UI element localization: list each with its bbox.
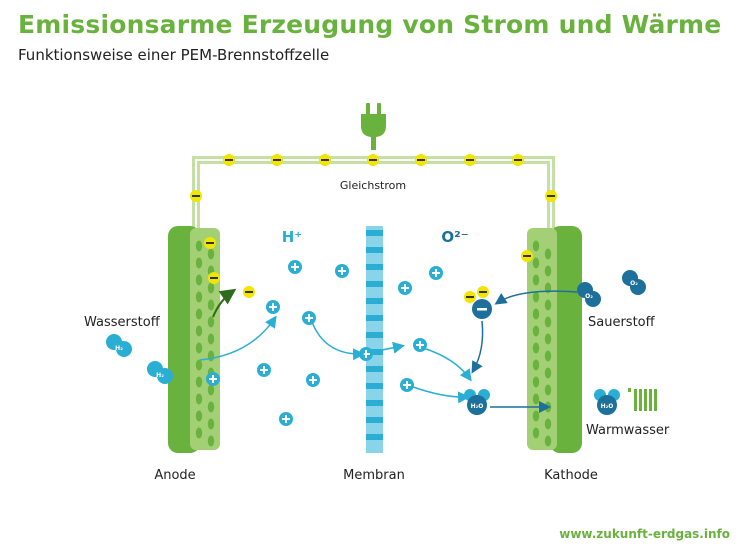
o2-molecule: O₂ — [577, 282, 601, 307]
footer-url: www.zukunft-erdgas.info — [559, 527, 730, 541]
oxygen-arrow — [494, 290, 578, 305]
anode-label: Anode — [154, 468, 195, 483]
o2-minus-label: O²⁻ — [441, 228, 468, 246]
proton-icon — [257, 363, 271, 377]
sauerstoff-label: Sauerstoff — [588, 315, 656, 330]
electron-icon — [477, 286, 489, 298]
electron-icon — [367, 154, 379, 166]
kathode-label: Kathode — [544, 468, 598, 483]
proton-arrow — [371, 341, 405, 354]
electron-icon — [271, 154, 283, 166]
proton-icon — [429, 266, 443, 280]
svg-text:H₂: H₂ — [156, 372, 164, 379]
electron-icon — [521, 250, 533, 262]
proton-icon — [266, 300, 280, 314]
electron-icon — [190, 190, 202, 202]
proton-icon — [206, 372, 220, 386]
h2o-molecule: H₂O — [464, 389, 490, 415]
proton-arrow — [412, 386, 470, 404]
svg-text:O₂: O₂ — [585, 293, 593, 300]
electron-icon — [208, 272, 220, 284]
electron-icon — [415, 154, 427, 166]
proton-icon — [335, 264, 349, 278]
proton-icon — [279, 412, 293, 426]
proton-arrow — [311, 321, 365, 361]
svg-text:H₂: H₂ — [115, 345, 123, 352]
electron-arrow — [212, 288, 237, 318]
electron-icon — [464, 291, 476, 303]
anode-electrode — [168, 226, 220, 453]
wasserstoff-label: Wasserstoff — [84, 315, 161, 330]
electron-icon — [319, 154, 331, 166]
h2-molecule: H₂ — [106, 334, 132, 357]
proton-icon — [400, 378, 414, 392]
proton-arrow — [422, 347, 472, 382]
proton-icon — [306, 373, 320, 387]
proton-icon — [302, 311, 316, 325]
oxide-ion — [472, 299, 492, 319]
h2-molecule: H₂ — [147, 361, 173, 384]
o2-molecule: O₂ — [622, 270, 646, 295]
page-subtitle: Funktionsweise einer PEM-Brennstoffzelle — [18, 46, 330, 64]
proton-icon — [413, 338, 427, 352]
electron-icon — [204, 237, 216, 249]
electron-icon — [223, 154, 235, 166]
proton-icon — [288, 260, 302, 274]
electron-icon — [464, 154, 476, 166]
circuit-wire — [192, 156, 555, 228]
svg-text:H₂O: H₂O — [471, 403, 484, 410]
membrane — [366, 226, 383, 453]
oxide-arrow — [471, 320, 484, 374]
warmwasser-label: Warmwasser — [586, 423, 670, 438]
electron-icon — [512, 154, 524, 166]
proton-icon — [398, 281, 412, 295]
svg-text:O₂: O₂ — [630, 280, 638, 287]
gleichstrom-label: Gleichstrom — [340, 179, 406, 192]
electron-icon — [243, 286, 255, 298]
h-plus-label: H⁺ — [282, 228, 302, 246]
proton-arrow — [199, 315, 277, 361]
membran-label: Membran — [343, 468, 405, 483]
page-title: Emissionsarme Erzeugung von Strom und Wä… — [18, 10, 722, 39]
svg-text:H₂O: H₂O — [601, 403, 614, 410]
plug-icon — [361, 103, 386, 150]
h2o-molecule: H₂O — [594, 389, 620, 415]
cathode-electrode — [527, 226, 582, 453]
radiator-icon — [628, 388, 657, 411]
electron-icon — [545, 190, 557, 202]
